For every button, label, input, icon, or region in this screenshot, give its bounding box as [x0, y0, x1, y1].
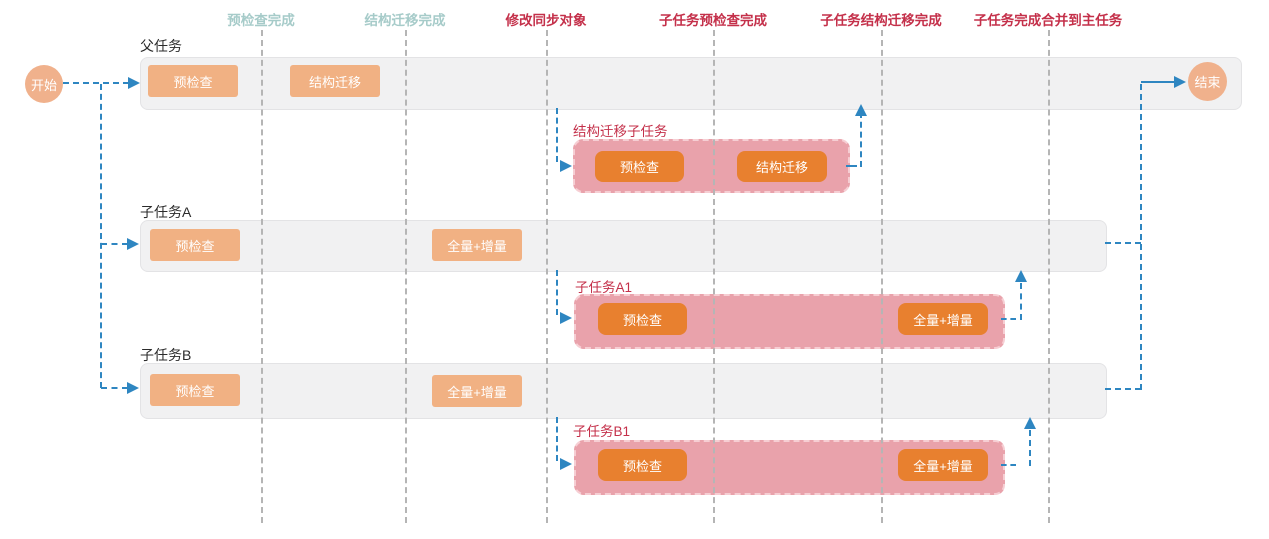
milestone-label: 子任务完成合并到主任务	[973, 13, 1123, 28]
lane-bar-subtask-a	[140, 220, 1107, 272]
arrow-up-icon	[1024, 417, 1036, 429]
connector-branch-to-b	[101, 387, 128, 389]
arrow-right-icon	[560, 458, 572, 470]
connector-branch-to-a	[101, 243, 128, 245]
end-node: 结束	[1188, 62, 1227, 101]
lane-label-subtask-b: 子任务B	[140, 347, 192, 363]
connector-b-to-b1	[556, 417, 558, 461]
step-precheck: 预检查	[595, 151, 684, 182]
connector-a-to-a1	[556, 270, 558, 315]
arrow-right-icon	[128, 77, 140, 89]
step-full-incremental: 全量+增量	[898, 449, 988, 481]
milestone-label: 子任务预检查完成	[659, 13, 767, 28]
connector-start-to-parent	[63, 82, 129, 84]
milestone-label: 结构迁移完成	[364, 13, 446, 28]
milestone-label: 修改同步对象	[505, 13, 587, 28]
step-precheck: 预检查	[150, 229, 240, 261]
milestone-line	[261, 30, 263, 523]
step-precheck: 预检查	[150, 374, 240, 406]
connector-end-horizontal	[1141, 81, 1175, 83]
lane-bar-subtask-b	[140, 363, 1107, 419]
connector-branch-vertical	[100, 84, 102, 388]
arrow-right-icon	[127, 238, 139, 250]
connector-a1-up	[1020, 283, 1022, 320]
milestone-line	[405, 30, 407, 523]
connector-a1-out	[1001, 318, 1016, 320]
connector-schema-subtask-out	[846, 165, 857, 167]
step-schema-migration: 结构迁移	[737, 151, 827, 182]
subtask-label-b1: 子任务B1	[573, 424, 631, 439]
arrow-right-icon	[1174, 76, 1186, 88]
connector-b1-up	[1029, 430, 1031, 466]
milestone-line	[881, 30, 883, 523]
arrow-right-icon	[560, 160, 572, 172]
step-precheck: 预检查	[148, 65, 238, 97]
step-schema-migration: 结构迁移	[290, 65, 380, 97]
milestone-label: 预检查完成	[227, 13, 295, 28]
connector-schema-subtask-up	[860, 112, 862, 167]
step-full-incremental: 全量+增量	[898, 303, 988, 335]
connector-parent-to-schema-subtask	[556, 108, 558, 162]
connector-end-vertical	[1140, 84, 1142, 390]
milestone-label: 子任务结构迁移完成	[820, 13, 942, 28]
connector-a-to-end	[1105, 242, 1141, 244]
arrow-up-icon	[1015, 270, 1027, 282]
start-node: 开始	[25, 65, 63, 103]
lane-label-parent: 父任务	[140, 38, 182, 54]
arrow-up-icon	[855, 104, 867, 116]
milestone-line	[1048, 30, 1050, 523]
subtask-label-a1: 子任务A1	[575, 280, 633, 295]
lane-label-subtask-a: 子任务A	[140, 204, 192, 220]
connector-b-to-end	[1105, 388, 1141, 390]
connector-b1-out	[1001, 464, 1016, 466]
milestone-line	[546, 30, 548, 523]
step-precheck: 预检查	[598, 303, 687, 335]
arrow-right-icon	[560, 312, 572, 324]
step-full-incremental: 全量+增量	[432, 229, 522, 261]
milestone-line	[713, 30, 715, 523]
subtask-label-schema: 结构迁移子任务	[573, 124, 668, 139]
step-full-incremental: 全量+增量	[432, 375, 522, 407]
step-precheck: 预检查	[598, 449, 687, 481]
arrow-right-icon	[127, 382, 139, 394]
